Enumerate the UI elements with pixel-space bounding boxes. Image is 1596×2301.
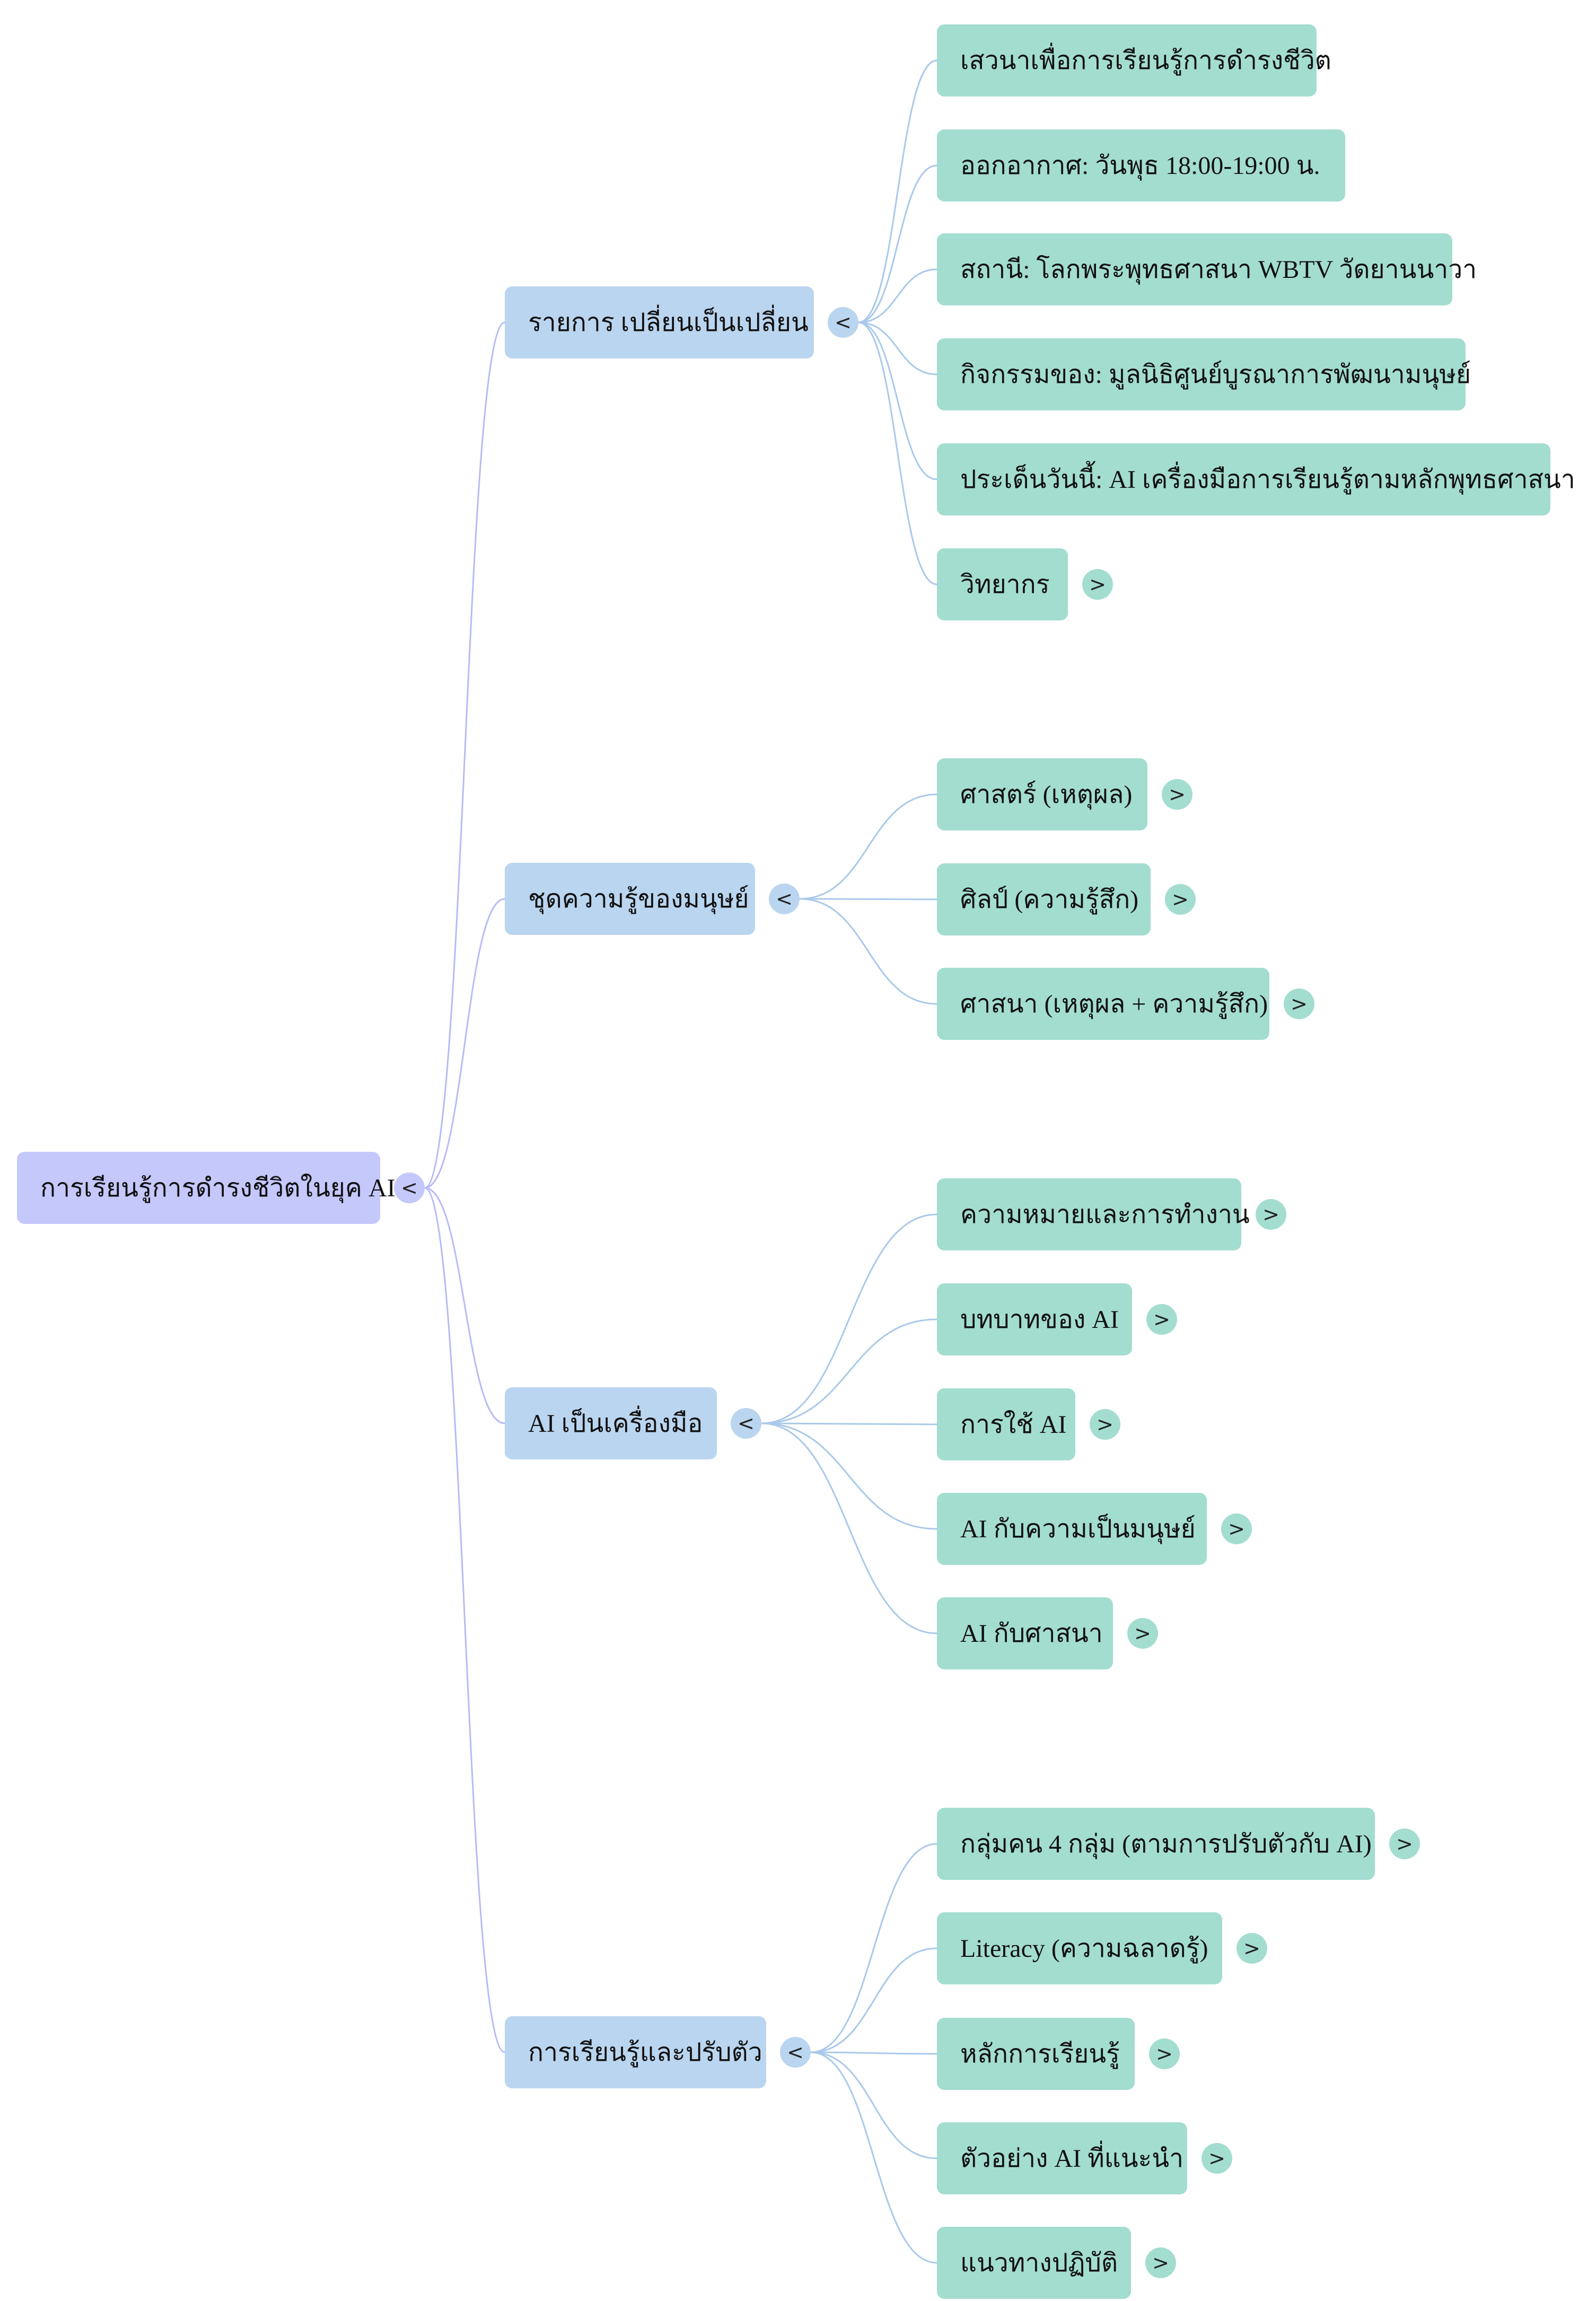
- expand-icon[interactable]: >: [1127, 1618, 1158, 1649]
- branch-link: [761, 1318, 937, 1424]
- branch-node-1-label: รายการ เปลี่ยนเป็นเปลี่ยน: [528, 309, 809, 337]
- leaf-node[interactable]: ออกอากาศ: วันพุธ 18:00-19:00 น.: [937, 129, 1345, 202]
- leaf-node[interactable]: เสวนาเพื่อการเรียนรู้การดำรงชีวิต: [937, 24, 1331, 97]
- leaf-node-label: ตัวอย่าง AI ที่แนะนำ: [960, 2145, 1184, 2173]
- leaf-node[interactable]: AI กับศาสนา: [937, 1597, 1113, 1669]
- leaf-node[interactable]: วิทยากร: [937, 548, 1068, 620]
- branch-link: [799, 793, 937, 900]
- leaf-node[interactable]: กิจกรรมของ: มูลนิธิศูนย์บูรณาการพัฒนามนุ…: [937, 338, 1471, 410]
- branch-node-1[interactable]: รายการ เปลี่ยนเป็นเปลี่ยน: [505, 286, 814, 358]
- branch-link: [761, 1422, 937, 1530]
- expand-icon[interactable]: >: [1202, 2143, 1232, 2174]
- branch-link: [858, 321, 937, 480]
- branch-link: [858, 59, 937, 323]
- branch-node-2-label: ชุดความรู้ของมนุษย์: [528, 885, 749, 913]
- branch-link: [761, 1213, 937, 1424]
- expand-icon[interactable]: >: [1090, 1409, 1120, 1440]
- expand-icon[interactable]: >: [1146, 1304, 1177, 1335]
- branch-1-collapse-icon[interactable]: <: [828, 307, 858, 338]
- branch-link: [858, 268, 937, 323]
- expand-icon[interactable]: >: [1165, 884, 1196, 915]
- leaf-node[interactable]: AI กับความเป็นมนุษย์: [937, 1493, 1207, 1565]
- leaf-node[interactable]: ความหมายและการทำงาน: [937, 1178, 1250, 1250]
- root-collapse-icon[interactable]: <: [394, 1173, 425, 1203]
- branch-link: [810, 1947, 937, 2053]
- leaf-node[interactable]: บทบาทของ AI: [937, 1283, 1132, 1355]
- leaf-node[interactable]: แนวทางปฏิบัติ: [937, 2227, 1131, 2299]
- expand-icon[interactable]: >: [1082, 569, 1113, 600]
- branch-link: [858, 321, 937, 375]
- expand-icon[interactable]: >: [1162, 779, 1192, 810]
- root-link: [424, 321, 505, 1189]
- leaf-node-label: การใช้ AI: [960, 1411, 1067, 1439]
- leaf-node[interactable]: หลักการเรียนรู้: [937, 2018, 1135, 2090]
- expand-icon[interactable]: >: [1221, 1513, 1252, 1544]
- expand-icon[interactable]: >: [1389, 1828, 1420, 1859]
- leaf-node-label: กิจกรรมของ: มูลนิธิศูนย์บูรณาการพัฒนามนุ…: [960, 361, 1471, 389]
- branch-link: [810, 2051, 937, 2055]
- leaf-node[interactable]: ศิลป์ (ความรู้สึก): [937, 863, 1151, 935]
- leaf-node-label: ประเด็นวันนี้: AI เครื่องมือการเรียนรู้ต…: [960, 466, 1575, 494]
- leaf-node-label: กลุ่มคน 4 กลุ่ม (ตามการปรับตัวกับ AI): [960, 1830, 1372, 1858]
- leaf-node-label: บทบาทของ AI: [960, 1306, 1119, 1334]
- branch-3-collapse-icon[interactable]: <: [731, 1408, 761, 1439]
- branch-link: [761, 1422, 937, 1634]
- root-node-label: การเรียนรู้การดำรงชีวิตในยุค AI: [40, 1174, 396, 1202]
- branch-node-4-label: การเรียนรู้และปรับตัว: [528, 2038, 762, 2067]
- branch-link: [858, 164, 937, 323]
- leaf-node-label: แนวทางปฏิบัติ: [960, 2249, 1118, 2277]
- branch-node-4[interactable]: การเรียนรู้และปรับตัว: [505, 2016, 766, 2088]
- leaf-node-label: AI กับความเป็นมนุษย์: [960, 1515, 1196, 1543]
- leaf-node-label: ศาสตร์ (เหตุผล): [960, 781, 1133, 809]
- expand-icon[interactable]: >: [1256, 1199, 1286, 1230]
- branch-link: [799, 898, 937, 1005]
- root-link: [424, 1187, 505, 1424]
- leaf-node[interactable]: ศาสนา (เหตุผล + ความรู้สึก): [937, 968, 1269, 1040]
- expand-icon[interactable]: >: [1145, 2247, 1176, 2278]
- branch-link: [810, 1843, 937, 2053]
- leaf-node-label: ความหมายและการทำงาน: [960, 1201, 1250, 1229]
- root-link: [424, 898, 505, 1189]
- leaf-node-label: เสวนาเพื่อการเรียนรู้การดำรงชีวิต: [960, 47, 1331, 75]
- leaf-node-label: ศิลป์ (ความรู้สึก): [960, 886, 1139, 914]
- expand-icon[interactable]: >: [1237, 1933, 1267, 1964]
- leaf-node-label: สถานี: โลกพระพุทธศาสนา WBTV วัดยานนาวา: [960, 256, 1477, 284]
- leaf-node-label: ออกอากาศ: วันพุธ 18:00-19:00 น.: [960, 152, 1320, 180]
- root-link: [424, 1187, 505, 2053]
- branch-2-collapse-icon[interactable]: <: [769, 883, 800, 914]
- leaf-node[interactable]: Literacy (ความฉลาดรู้): [937, 1912, 1222, 1984]
- branch-link: [810, 2051, 937, 2159]
- branch-link: [810, 2051, 937, 2264]
- leaf-node[interactable]: สถานี: โลกพระพุทธศาสนา WBTV วัดยานนาวา: [937, 233, 1477, 305]
- branch-link: [858, 321, 937, 585]
- leaf-node[interactable]: ศาสตร์ (เหตุผล): [937, 758, 1147, 830]
- leaf-node-label: AI กับศาสนา: [960, 1620, 1103, 1648]
- leaf-node-label: หลักการเรียนรู้: [960, 2040, 1120, 2068]
- branch-node-3[interactable]: AI เป็นเครื่องมือ: [505, 1387, 717, 1459]
- leaf-node-label: วิทยากร: [960, 571, 1050, 599]
- leaf-node-label: ศาสนา (เหตุผล + ความรู้สึก): [960, 990, 1268, 1018]
- leaf-node[interactable]: กลุ่มคน 4 กลุ่ม (ตามการปรับตัวกับ AI): [937, 1808, 1375, 1880]
- branch-node-2[interactable]: ชุดความรู้ของมนุษย์: [505, 863, 755, 935]
- branch-link: [761, 1422, 937, 1425]
- branch-node-3-label: AI เป็นเครื่องมือ: [528, 1410, 703, 1438]
- branch-4-collapse-icon[interactable]: <: [780, 2037, 811, 2068]
- leaf-node-label: Literacy (ความฉลาดรู้): [960, 1935, 1208, 1963]
- expand-icon[interactable]: >: [1284, 988, 1314, 1019]
- leaf-node[interactable]: ประเด็นวันนี้: AI เครื่องมือการเรียนรู้ต…: [937, 443, 1575, 515]
- leaf-node[interactable]: ตัวอย่าง AI ที่แนะนำ: [937, 2122, 1187, 2194]
- leaf-node[interactable]: การใช้ AI: [937, 1388, 1075, 1460]
- expand-icon[interactable]: >: [1149, 2038, 1180, 2069]
- root-node[interactable]: การเรียนรู้การดำรงชีวิตในยุค AI: [17, 1152, 396, 1224]
